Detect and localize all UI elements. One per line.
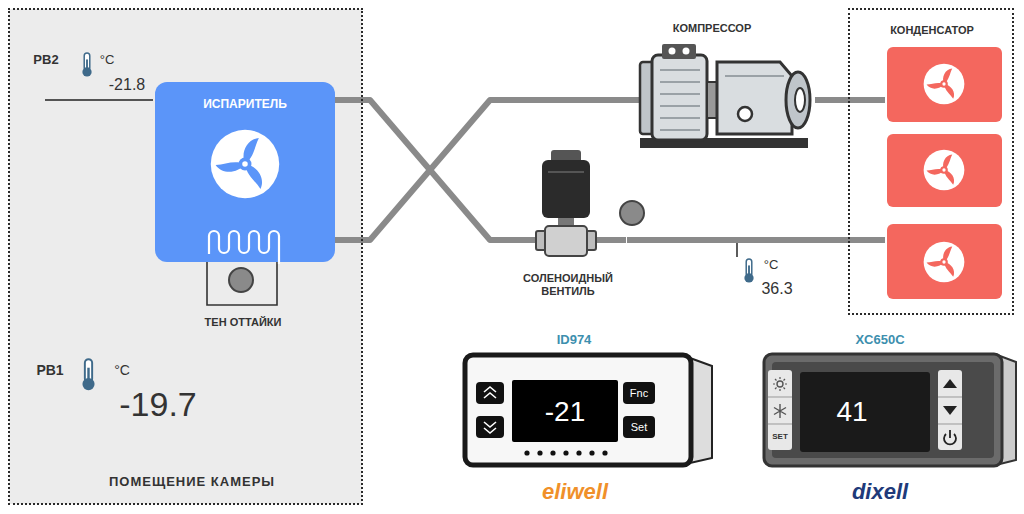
drawing-rect (476, 382, 504, 404)
drawing-rect (887, 47, 1002, 122)
node-text: SET (772, 432, 788, 441)
node-text: ID974 (557, 333, 592, 348)
drawing-circle (576, 450, 581, 455)
evaporator-box: ИСПАРИТЕЛЬ (155, 82, 335, 262)
node-text: ИСПАРИТЕЛЬ (203, 98, 287, 112)
node-text: СОЛЕНОИДНЫЙ ВЕНТИЛЬ (512, 272, 624, 297)
label-text: ТЕН ОТТАЙКИ (205, 316, 282, 329)
drawing-rect (768, 370, 792, 450)
label-text: PB1 (36, 362, 63, 378)
drawing-use (924, 64, 965, 105)
drawing-g (524, 450, 607, 455)
drawing-use (82, 53, 91, 77)
node-text: XC650C (855, 333, 904, 348)
drawing-rect (476, 416, 504, 438)
drawing-g (510, 150, 626, 256)
drawing-circle (683, 48, 690, 55)
drawing-circle (777, 381, 783, 387)
drawing-path (943, 379, 957, 388)
node-text: КОНДЕНСАТОР (890, 24, 974, 37)
drawing-path (774, 404, 786, 418)
drawing-circle (620, 201, 644, 225)
refrigerant-pipe (815, 97, 848, 103)
drawing-ellipse (786, 72, 810, 128)
drawing-g (465, 355, 712, 465)
drawing-path (943, 406, 957, 415)
controller-xc650c: XC650C 41SET dixell (758, 330, 1018, 508)
drawing-circle (550, 450, 555, 455)
drawing-circle (669, 48, 676, 55)
drawing-path (207, 255, 277, 305)
drawing-circle (537, 450, 542, 455)
drawing-path (725, 75, 784, 77)
drawing-path (209, 231, 279, 264)
node-text: ПОМЕЩЕНИЕ КАМЕРЫ (109, 475, 275, 490)
drawing-rect (772, 362, 994, 458)
drawing-circle (524, 450, 529, 455)
solenoid-valve: СОЛЕНОИДНЫЙ ВЕНТИЛЬ (510, 148, 627, 305)
node-text: -21 (545, 396, 585, 428)
chamber-region: ПОМЕЩЕНИЕ КАМЕРЫ ИСПАРИТЕЛЬ (8, 8, 363, 505)
drawing-rect (512, 380, 618, 442)
drawing-path (773, 377, 787, 391)
drawing-rect (542, 160, 590, 218)
drawing-path (548, 171, 584, 173)
drawing-use (211, 130, 279, 198)
node-text: Set (631, 421, 648, 434)
drawing-rect (887, 224, 1002, 299)
node-text: eliwell (542, 479, 608, 504)
node-text: dixell (852, 479, 908, 504)
label-text: -21.8 (109, 76, 145, 94)
drawing-path (484, 387, 496, 398)
drawing-circle (229, 268, 253, 292)
label-text: °C (764, 258, 779, 273)
drawing-rect (623, 416, 655, 438)
drawing-rect (800, 372, 930, 452)
drawing-use (924, 242, 965, 283)
drawing-rect (465, 355, 691, 465)
compressor: КОМПРЕССОР (630, 18, 815, 153)
drawing-path (717, 62, 792, 134)
condenser-region: КОНДЕНСАТОР (848, 8, 1014, 315)
drawing-g (630, 44, 810, 148)
refrigerant-pipe (627, 237, 848, 243)
drawing-rect (652, 55, 707, 140)
drawing-path (484, 422, 496, 433)
drawing-path (45, 99, 153, 101)
drawing-ellipse (795, 88, 805, 112)
drawing-path (660, 70, 700, 130)
drawing-use (924, 150, 965, 191)
node-text: 41 (836, 396, 867, 428)
drawing-g (209, 130, 279, 264)
drawing-rect (623, 382, 655, 404)
label-text: PB2 (33, 53, 58, 68)
label-text: °C (100, 53, 115, 68)
drawing-circle (738, 107, 752, 121)
drawing-use (82, 359, 94, 390)
drawing-use (744, 259, 753, 283)
label-text: 36.3 (761, 280, 792, 298)
drawing-circle (602, 450, 607, 455)
drawing-rect (764, 354, 1002, 466)
compressor-art (630, 18, 815, 153)
drawing-g (887, 47, 1002, 299)
label-text: -19.7 (119, 385, 197, 424)
drawing-rect (938, 370, 962, 450)
refrigerant-pipe (335, 100, 630, 240)
drawing-rect (9, 9, 362, 504)
drawing-path (949, 430, 951, 438)
drawing-g (764, 354, 1016, 466)
drawing-path (848, 100, 885, 240)
drawing-rect (545, 226, 587, 256)
drawing-rect (662, 44, 696, 59)
condenser-region-art (850, 10, 1016, 317)
drawing-rect (887, 134, 1002, 207)
controller-id974: ID974 -21 FncSet eliwell (458, 330, 718, 508)
label-text: °C (114, 362, 130, 378)
node-text: КОМПРЕССОР (673, 22, 752, 35)
drawing-circle (589, 450, 594, 455)
drawing-circle (563, 450, 568, 455)
node-text: Fnc (630, 387, 648, 400)
